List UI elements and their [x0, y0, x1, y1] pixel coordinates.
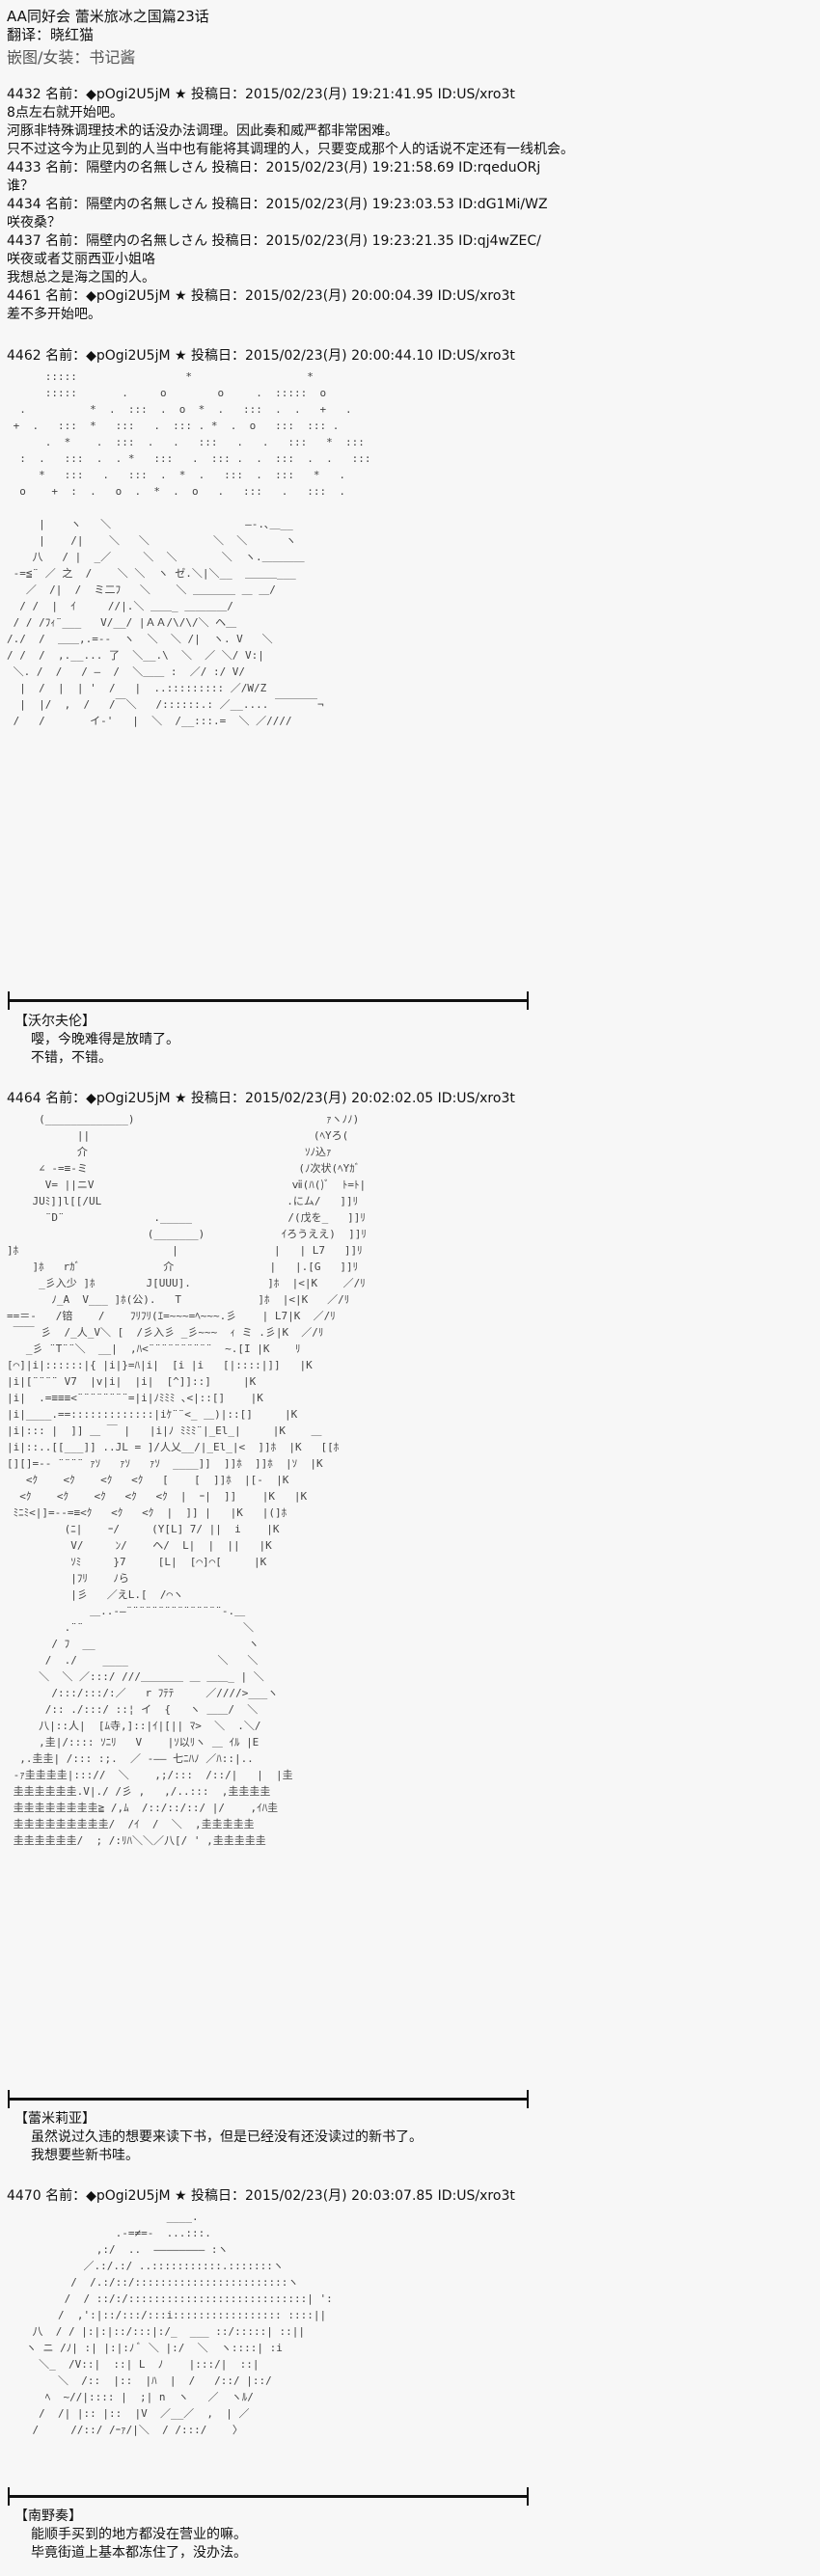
- speaker-label: 【沃尔夫伦】: [14, 1014, 96, 1029]
- dialogue-line: 我想要些新书哇。: [31, 2148, 139, 2163]
- post-header: 4437 名前：隔壁内の名無しさん 投稿日：2015/02/23(月) 19:2…: [7, 233, 541, 249]
- post-text: 8点左右就开始吧。: [7, 105, 123, 121]
- post-text: 我想总之是海之国的人。: [7, 270, 155, 285]
- dialogue-line: 毕竟街道上基本都冻住了，没办法。: [31, 2545, 247, 2561]
- caption-block: 【南野奏】 能顺手买到的地方都没在营业的嘛。 毕竟街道上基本都冻住了，没办法。: [14, 2508, 247, 2562]
- separator-line: [8, 991, 529, 1010]
- dialogue-line: 不错，不错。: [31, 1050, 112, 1066]
- post-text: 河豚非特殊调理技术的话没办法调理。因此奏和威严都非常困难。: [7, 123, 398, 139]
- post-header: 4464 名前：◆pOgi2U5jM ★ 投稿日：2015/02/23(月) 2…: [7, 1091, 515, 1106]
- speaker-label: 【南野奏】: [14, 2508, 82, 2524]
- post-list: 4432 名前：◆pOgi2U5jM ★ 投稿日：2015/02/23(月) 1…: [7, 86, 820, 324]
- caption-block: 【沃尔夫伦】 嘤，今晚难得是放晴了。 不错，不错。: [14, 1013, 179, 1068]
- page-header: AA同好会 蕾米旅冰之国篇23话 翻译：晓红猫 嵌图/女装：书记酱: [7, 8, 820, 71]
- post-header: 4433 名前：隔壁内の名無しさん 投稿日：2015/02/23(月) 19:2…: [7, 160, 541, 176]
- post-text: 只不过这今为止见到的人当中也有能将其调理的人，只要变成那个人的话说不定还有一线机…: [7, 142, 574, 157]
- post-header: 4461 名前：◆pOgi2U5jM ★ 投稿日：2015/02/23(月) 2…: [7, 288, 515, 304]
- post-text: 咲夜桑？: [7, 215, 61, 230]
- post-header: 4462 名前：◆pOgi2U5jM ★ 投稿日：2015/02/23(月) 2…: [7, 348, 515, 364]
- translator-credit: 翻译：晓红猫: [7, 26, 95, 43]
- separator-line: [8, 2487, 529, 2506]
- dialogue-line: 虽然说过久违的想要来读下书，但是已经没有还没读过的新书了。: [31, 2129, 423, 2145]
- post-header: 4432 名前：◆pOgi2U5jM ★ 投稿日：2015/02/23(月) 1…: [7, 87, 515, 102]
- post-text: 谁？: [7, 178, 34, 194]
- separator-line: [8, 2090, 529, 2108]
- ascii-art-characters: (_____________) ｧヽﾉﾉ) || (ﾍYろ( 介 ｿﾉ込ｧ ∠ …: [7, 1113, 367, 1847]
- dialogue-line: 能顺手买到的地方都没在营业的嘛。: [31, 2527, 247, 2542]
- ascii-art-night-sky: ::::: * * ::::: . o o . ::::: o . * . ::…: [7, 370, 371, 727]
- post-header: 4434 名前：隔壁内の名無しさん 投稿日：2015/02/23(月) 19:2…: [7, 197, 548, 212]
- post-header: 4470 名前：◆pOgi2U5jM ★ 投稿日：2015/02/23(月) 2…: [7, 2188, 515, 2204]
- post-text: 咲夜或者艾丽西亚小姐咯: [7, 252, 155, 267]
- ascii-art-character: ____. .-=≠=- ...:::. ,:/ .. ―――――――― :ヽ …: [25, 2210, 333, 2436]
- page-title: AA同好会 蕾米旅冰之国篇23话: [7, 8, 209, 25]
- dialogue-line: 嘤，今晚难得是放晴了。: [31, 1032, 179, 1047]
- art-credit: 嵌图/女装：书记酱: [7, 48, 136, 67]
- post-text: 差不多开始吧。: [7, 307, 101, 322]
- speaker-label: 【蕾米莉亚】: [14, 2111, 96, 2127]
- caption-block: 【蕾米莉亚】 虽然说过久违的想要来读下书，但是已经没有还没读过的新书了。 我想要…: [14, 2110, 423, 2165]
